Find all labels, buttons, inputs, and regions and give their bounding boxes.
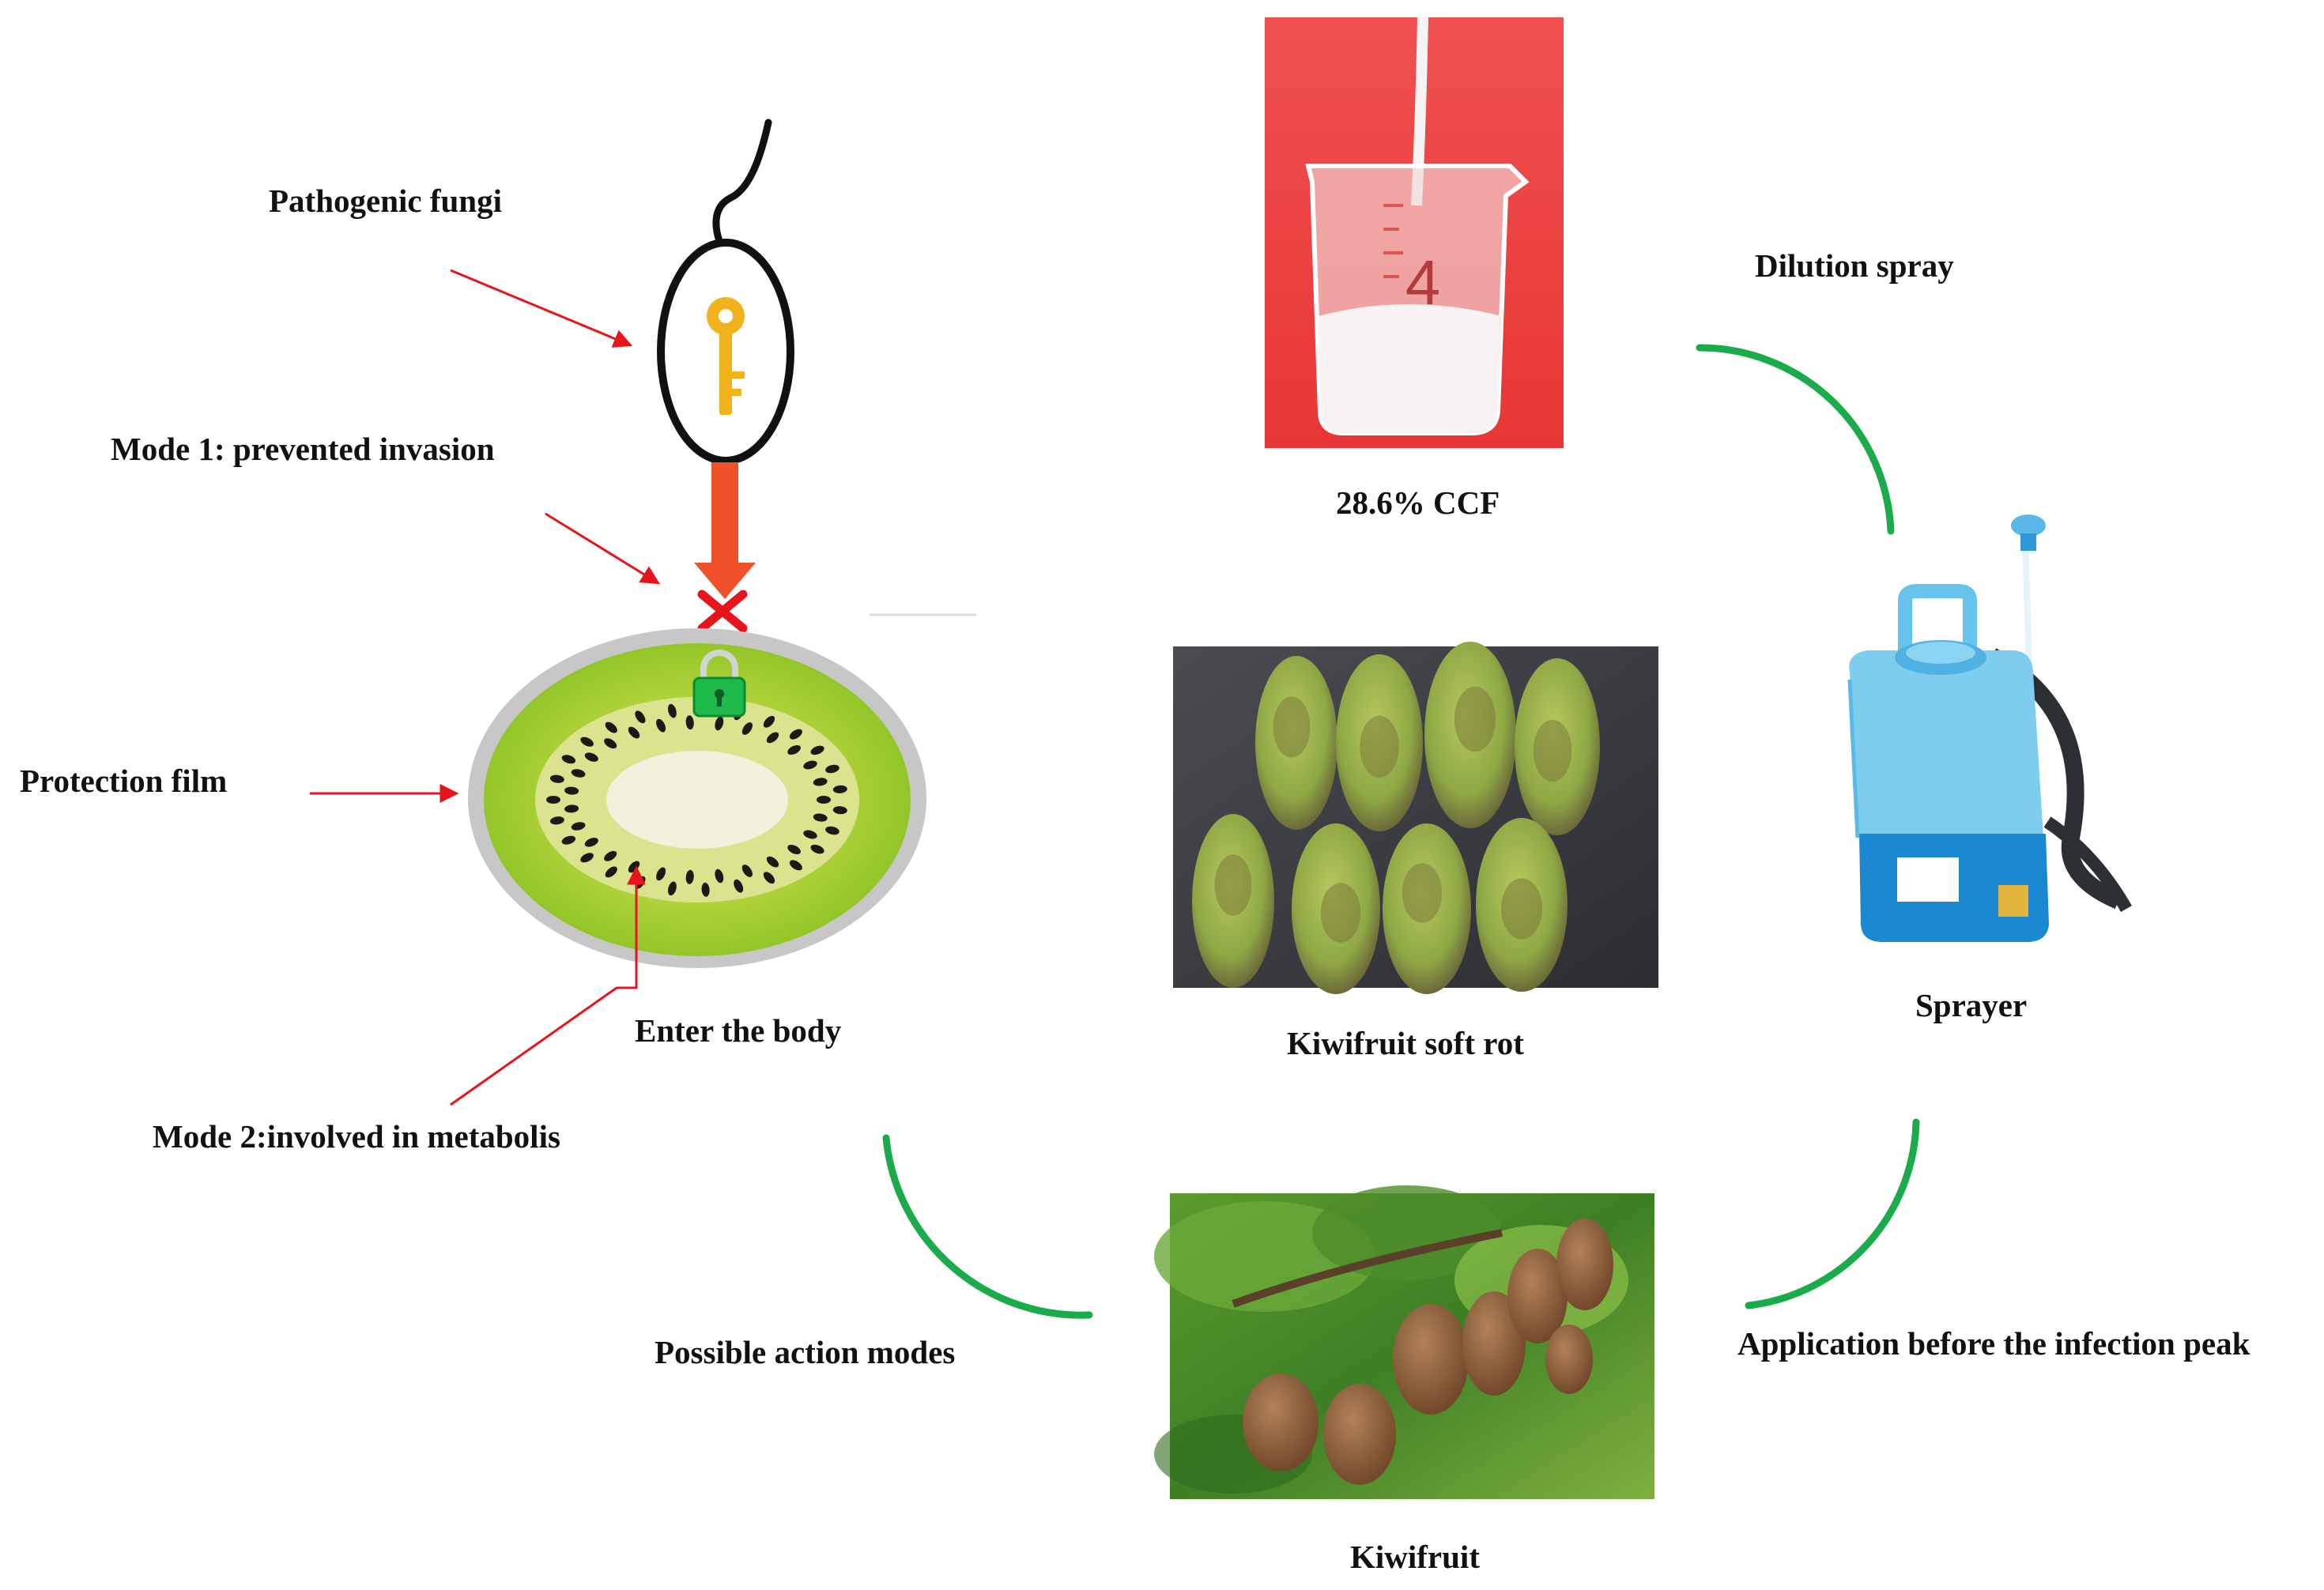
kiwi-core [606,751,788,849]
kiwifruit-photo [1154,1185,1654,1499]
lock-icon [692,650,746,718]
label-mode2: Mode 2:involved in metabolis [153,1118,560,1155]
label-sprayer: Sprayer [1915,987,2028,1023]
kiwi-fruit [1323,1384,1396,1485]
cycle-arrow-action-modes [882,1134,1093,1319]
label-pathogenic-fungi: Pathogenic fungi [269,183,502,219]
label-dilution-spray: Dilution spray [1755,247,1954,284]
label-application: Application before the infection peak [1737,1325,2250,1362]
kiwi-fruit [1393,1304,1469,1415]
ccf-beaker-photo: 4 [1265,17,1564,448]
cycle-arrow-dilution-spray [1696,344,1895,535]
label-ccf: 28.6% CCF [1336,484,1500,521]
label-possible-action-modes: Possible action modes [655,1334,956,1370]
kiwi-fruit [1462,1291,1526,1396]
sprayer-icon [1847,514,2132,942]
kiwi-cross-section [468,628,926,968]
label-enter-body: Enter the body [635,1012,842,1049]
label-soft-rot: Kiwifruit soft rot [1287,1025,1524,1061]
arrow-mode2 [450,865,646,1106]
beaker-icon: 4 [1305,164,1530,435]
soft-rot-photo [1173,642,1658,994]
kiwi-fruit [1545,1324,1593,1394]
cross-icon [697,590,748,633]
kiwi-fruit [1556,1219,1613,1310]
cycle-arrow-application [1745,1118,1920,1309]
pathogen-tail [712,119,772,245]
arrow-pathogenic-fungi [450,269,633,348]
arrow-mode1 [545,512,661,585]
label-protection-film: Protection film [20,763,228,799]
kiwi-fruit [1507,1249,1568,1343]
kiwi-fruit [1243,1373,1319,1471]
label-mode1: Mode 1: prevented invasion [111,431,495,467]
label-kiwifruit: Kiwifruit [1350,1539,1480,1575]
invasion-arrow [694,462,756,599]
key-icon [707,297,745,415]
beaker-mark: 4 [1405,247,1441,318]
